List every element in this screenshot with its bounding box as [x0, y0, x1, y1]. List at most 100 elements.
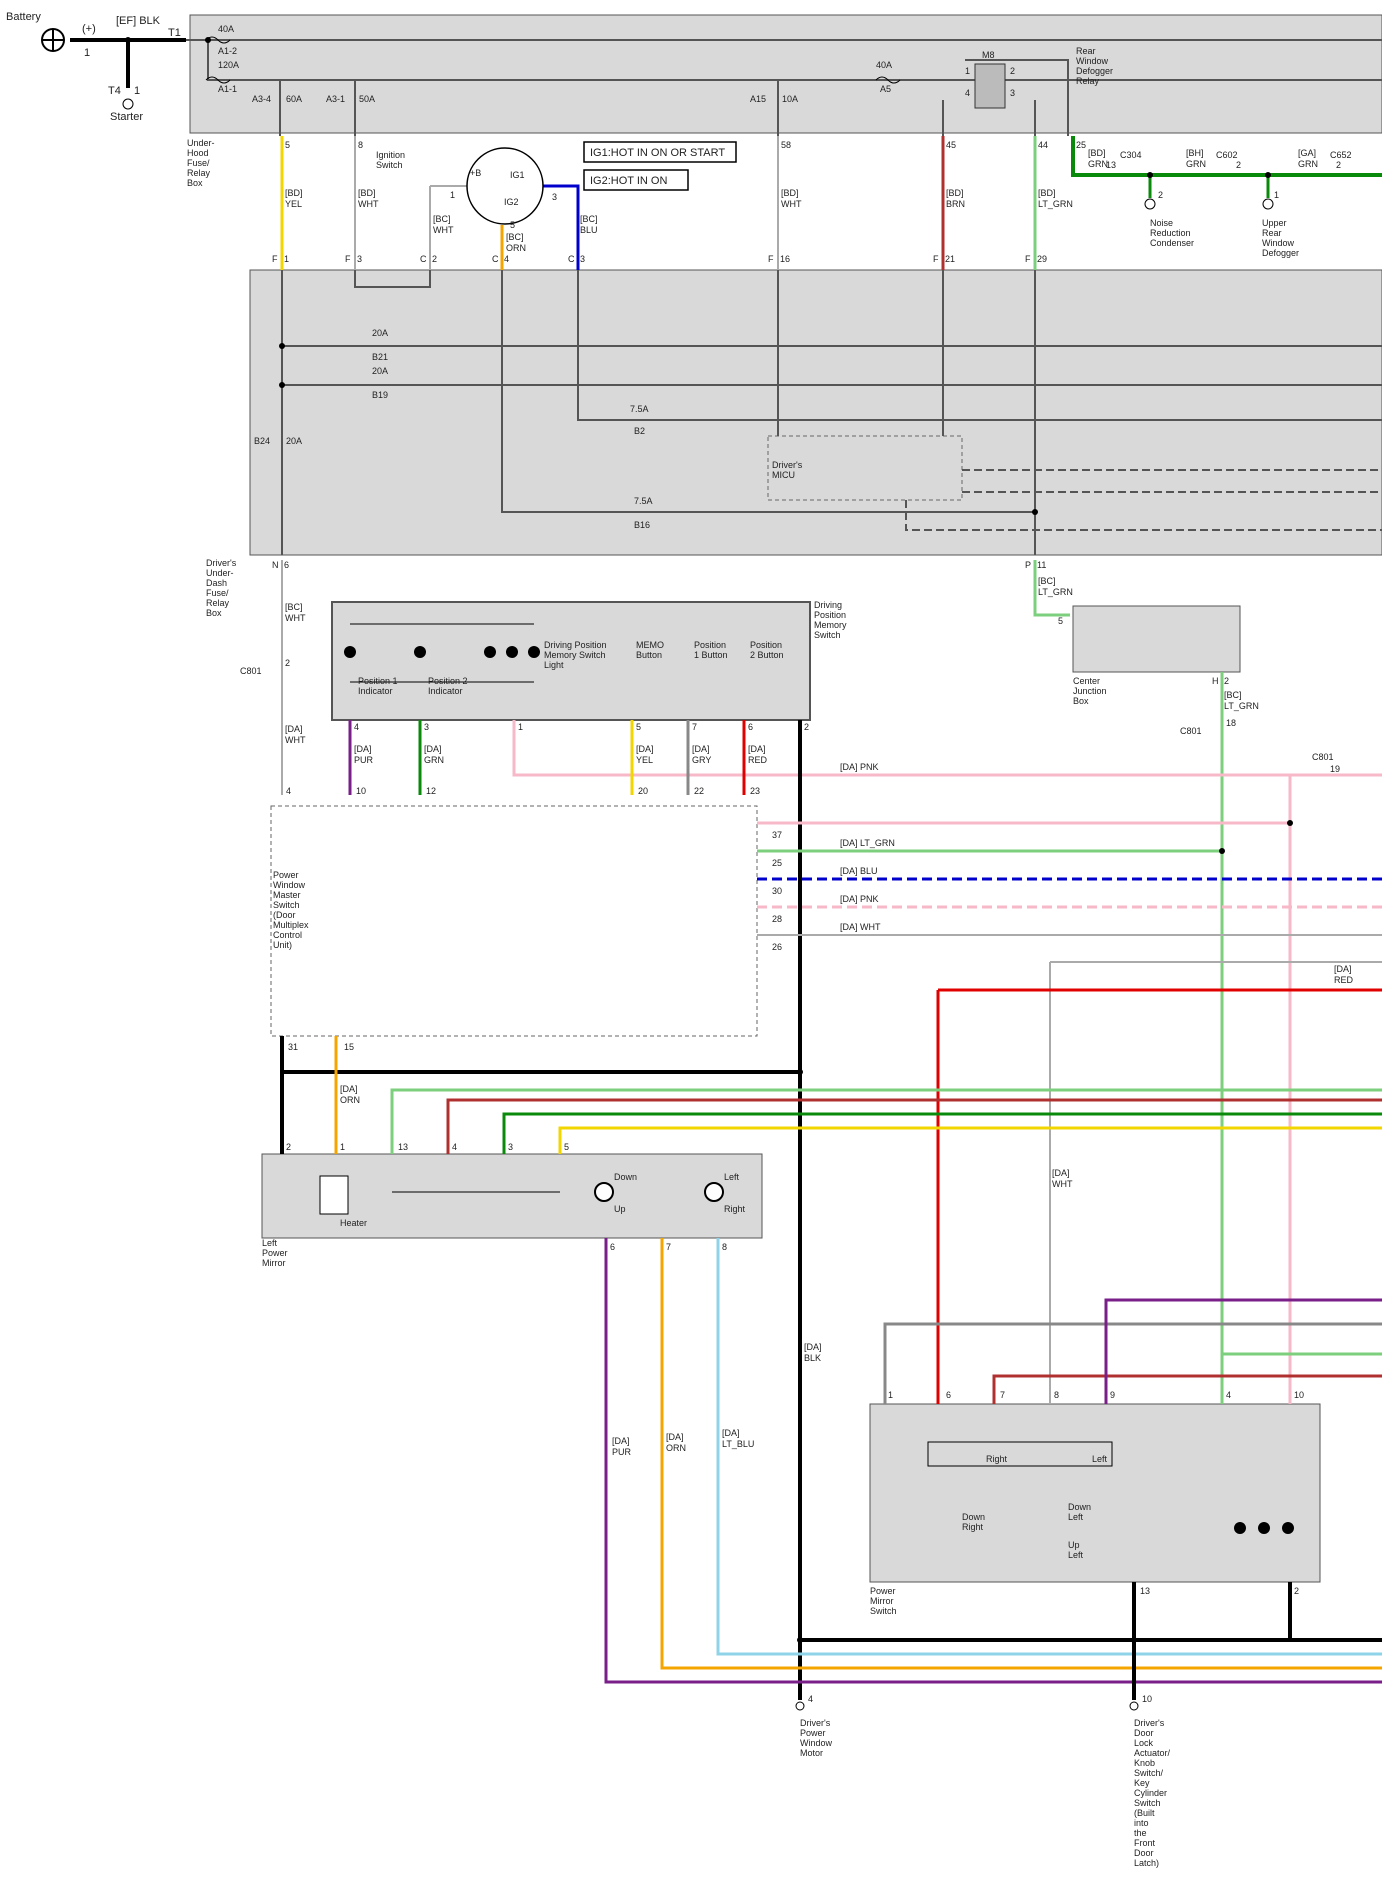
svg-text:C801: C801 [240, 666, 262, 676]
svg-text:[DA]YEL: [DA]YEL [636, 744, 654, 765]
svg-text:28: 28 [772, 914, 782, 924]
svg-text:[BD]GRN: [BD]GRN [1088, 148, 1108, 169]
svg-text:23: 23 [750, 786, 760, 796]
wire-labels-mid: [BC]WHT [DA]WHT [BC]LT_GRN [BC]LT_GRN [D… [285, 576, 1259, 765]
svg-text:B16: B16 [634, 520, 650, 530]
svg-text:7: 7 [666, 1242, 671, 1252]
svg-text:4: 4 [808, 1694, 813, 1704]
starter-pin: 1 [134, 85, 140, 97]
svg-text:M8: M8 [982, 50, 995, 60]
svg-text:[BD]LT_GRN: [BD]LT_GRN [1038, 188, 1073, 209]
svg-text:3: 3 [357, 254, 362, 264]
lower-wire-labels: [DA]WHT [DA]BLK [DA]PUR [DA]ORN [DA]LT_B… [612, 1168, 1073, 1457]
svg-text:[BC]BLU: [BC]BLU [580, 214, 598, 235]
svg-text:[DA]PUR: [DA]PUR [612, 1436, 632, 1457]
svg-text:[BC]WHT: [BC]WHT [433, 214, 454, 235]
lamp-icon [344, 646, 540, 658]
t1-label: T1 [168, 27, 181, 39]
svg-text:20A: 20A [372, 328, 388, 338]
fuse-b21: 20A B21 [372, 328, 388, 362]
wire-labels-upper: [BD]YEL [BD]WHT [BC]WHT [BC]ORN [BC]BLU … [285, 148, 1318, 253]
svg-text:F: F [933, 254, 939, 264]
bottom-connectors: 4 10 [795, 1694, 1152, 1711]
svg-text:4: 4 [965, 88, 970, 98]
svg-text:3: 3 [580, 254, 585, 264]
svg-text:31: 31 [288, 1042, 298, 1052]
svg-text:2: 2 [432, 254, 437, 264]
svg-text:A1-2: A1-2 [218, 46, 237, 56]
svg-text:3: 3 [424, 722, 429, 732]
lpm-bot-pins: 6 7 8 [610, 1242, 727, 1252]
orn-label: [DA]ORN [340, 1084, 360, 1105]
svg-text:2: 2 [286, 1142, 291, 1152]
svg-text:3: 3 [552, 192, 557, 202]
svg-text:2: 2 [1236, 160, 1241, 170]
svg-text:50A: 50A [359, 94, 375, 104]
svg-text:F: F [1025, 254, 1031, 264]
svg-text:7: 7 [1000, 1390, 1005, 1400]
svg-text:6: 6 [748, 722, 753, 732]
wire-labels-horizontal: [DA] PNK [DA] LT_GRN [DA] BLU [DA] PNK [… [840, 762, 1354, 985]
svg-text:7: 7 [692, 722, 697, 732]
svg-text:[GA]GRN: [GA]GRN [1298, 148, 1318, 169]
battery-pos-label: (+) [82, 23, 96, 35]
battery-label: Battery [6, 11, 41, 23]
svg-text:30: 30 [772, 886, 782, 896]
svg-text:58: 58 [781, 140, 791, 150]
uh-pins: 5 8 58 45 44 25 [285, 140, 1086, 150]
svg-text:Up: Up [614, 1204, 626, 1214]
svg-text:[DA]GRY: [DA]GRY [692, 744, 711, 765]
svg-text:6: 6 [610, 1242, 615, 1252]
svg-text:40A: 40A [218, 24, 234, 34]
svg-text:P: P [1025, 560, 1031, 570]
svg-text:20A: 20A [286, 436, 302, 446]
svg-text:4: 4 [504, 254, 509, 264]
svg-text:[BD]YEL: [BD]YEL [285, 188, 303, 209]
motor-icon [594, 1182, 724, 1202]
ignition-switch: +B IG1 IG2 1 3 5 [450, 147, 557, 230]
svg-text:20: 20 [638, 786, 648, 796]
pms-bot-pins: 13 2 [1140, 1586, 1299, 1596]
svg-text:[DA]RED: [DA]RED [748, 744, 768, 765]
junction-dots [125, 37, 1293, 1643]
svg-text:[DA]WHT: [DA]WHT [285, 724, 306, 745]
svg-text:2: 2 [1158, 190, 1163, 200]
svg-text:5: 5 [285, 140, 290, 150]
svg-text:[DA]RED: [DA]RED [1334, 964, 1354, 985]
svg-text:[BD]WHT: [BD]WHT [358, 188, 379, 209]
svg-text:9: 9 [1110, 1390, 1115, 1400]
svg-text:1: 1 [284, 254, 289, 264]
driving-position-memory-switch-box [331, 601, 811, 721]
svg-text:B21: B21 [372, 352, 388, 362]
svg-text:13: 13 [1106, 160, 1116, 170]
svg-text:26: 26 [772, 942, 782, 952]
svg-text:[BD]WHT: [BD]WHT [781, 188, 802, 209]
svg-text:[BC]ORN: [BC]ORN [506, 232, 526, 253]
svg-text:IG2: IG2 [504, 197, 519, 207]
svg-text:C: C [420, 254, 427, 264]
svg-text:N: N [272, 560, 279, 570]
svg-text:2: 2 [1010, 66, 1015, 76]
pwms-right-pins: 37 25 30 28 26 [772, 830, 782, 952]
pwms-top-pins: 4 10 12 20 22 23 [286, 786, 760, 796]
svg-text:7.5A: 7.5A [630, 404, 649, 414]
